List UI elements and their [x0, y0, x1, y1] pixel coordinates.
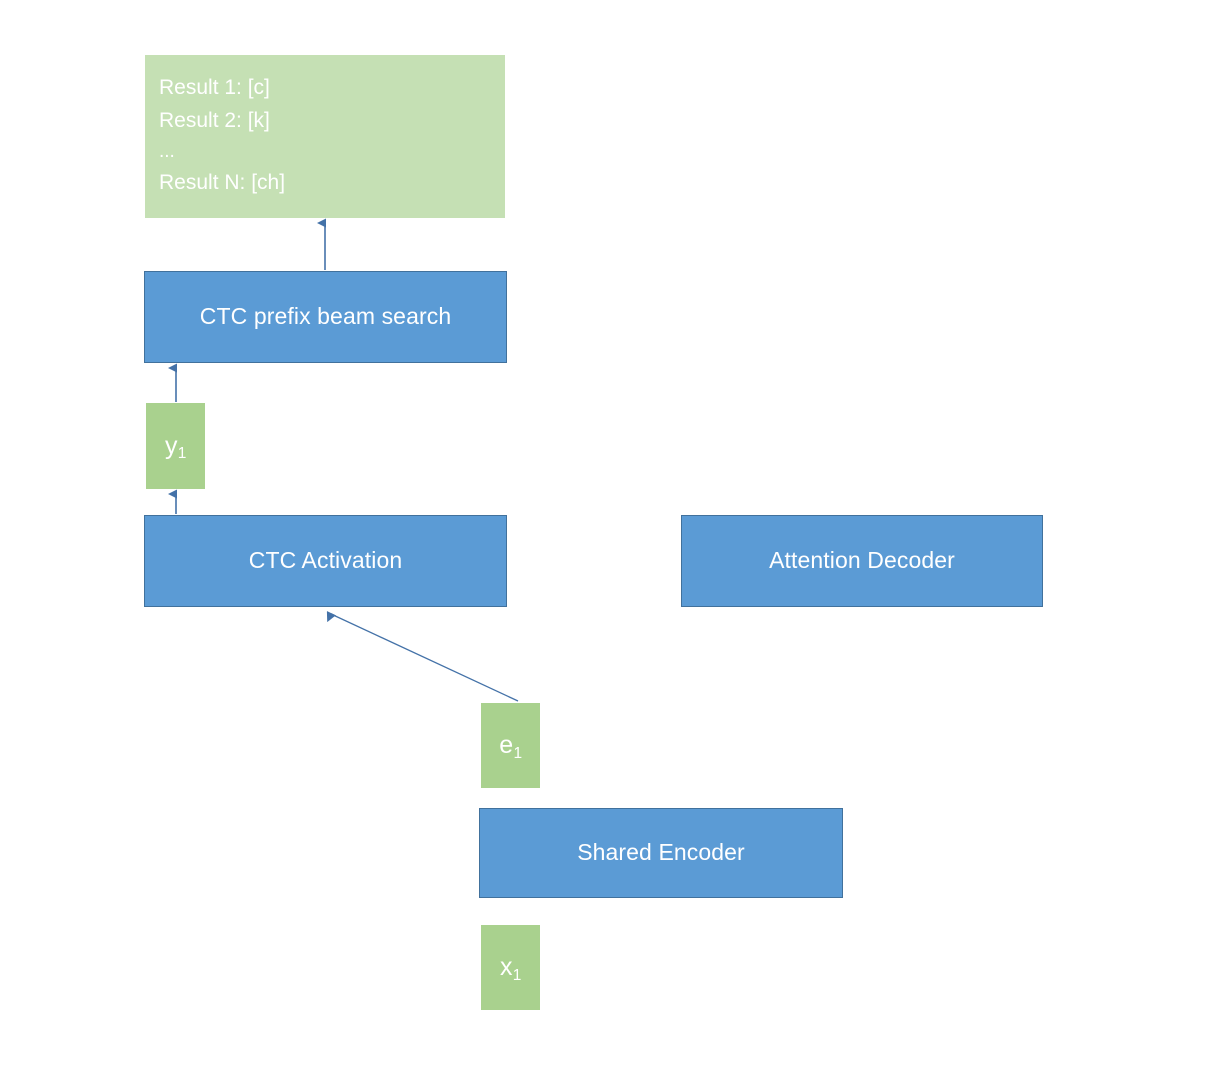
node-y1-subscript: 1 — [177, 445, 187, 463]
node-x1[interactable]: x1 — [481, 925, 540, 1010]
result-line-n: Result N: [ch] — [159, 171, 286, 194]
node-y1-label: y1 — [164, 431, 187, 463]
node-y1[interactable]: y1 — [146, 403, 205, 489]
node-e1[interactable]: e1 — [481, 703, 540, 788]
result-line-1: Result 1: [c] — [159, 76, 270, 99]
node-ctc-prefix-beam-search[interactable]: CTC prefix beam search — [144, 271, 507, 363]
node-shared-encoder[interactable]: Shared Encoder — [479, 808, 843, 898]
result-line-2: Result 2: [k] — [159, 109, 270, 132]
results-box: Result 1: [c] Result 2: [k] ... Result N… — [145, 55, 505, 218]
node-e1-label: e1 — [499, 731, 522, 761]
node-x1-label: x1 — [499, 953, 521, 983]
result-line-ellipsis: ... — [159, 141, 175, 162]
edge-e1-to-ctcactivation — [326, 610, 519, 702]
node-shared-encoder-label: Shared Encoder — [577, 839, 745, 866]
node-ctc-activation-label: CTC Activation — [248, 547, 403, 574]
node-x1-base: x — [499, 953, 513, 981]
node-y1-base: y — [164, 431, 178, 460]
node-attention-decoder[interactable]: Attention Decoder — [681, 515, 1043, 607]
node-e1-base: e — [499, 731, 514, 759]
node-ctc-activation[interactable]: CTC Activation — [144, 515, 507, 607]
node-x1-subscript: 1 — [512, 966, 522, 984]
node-e1-subscript: 1 — [513, 744, 523, 762]
node-ctc-prefix-beam-search-label: CTC prefix beam search — [199, 303, 452, 330]
node-attention-decoder-label: Attention Decoder — [769, 547, 955, 574]
